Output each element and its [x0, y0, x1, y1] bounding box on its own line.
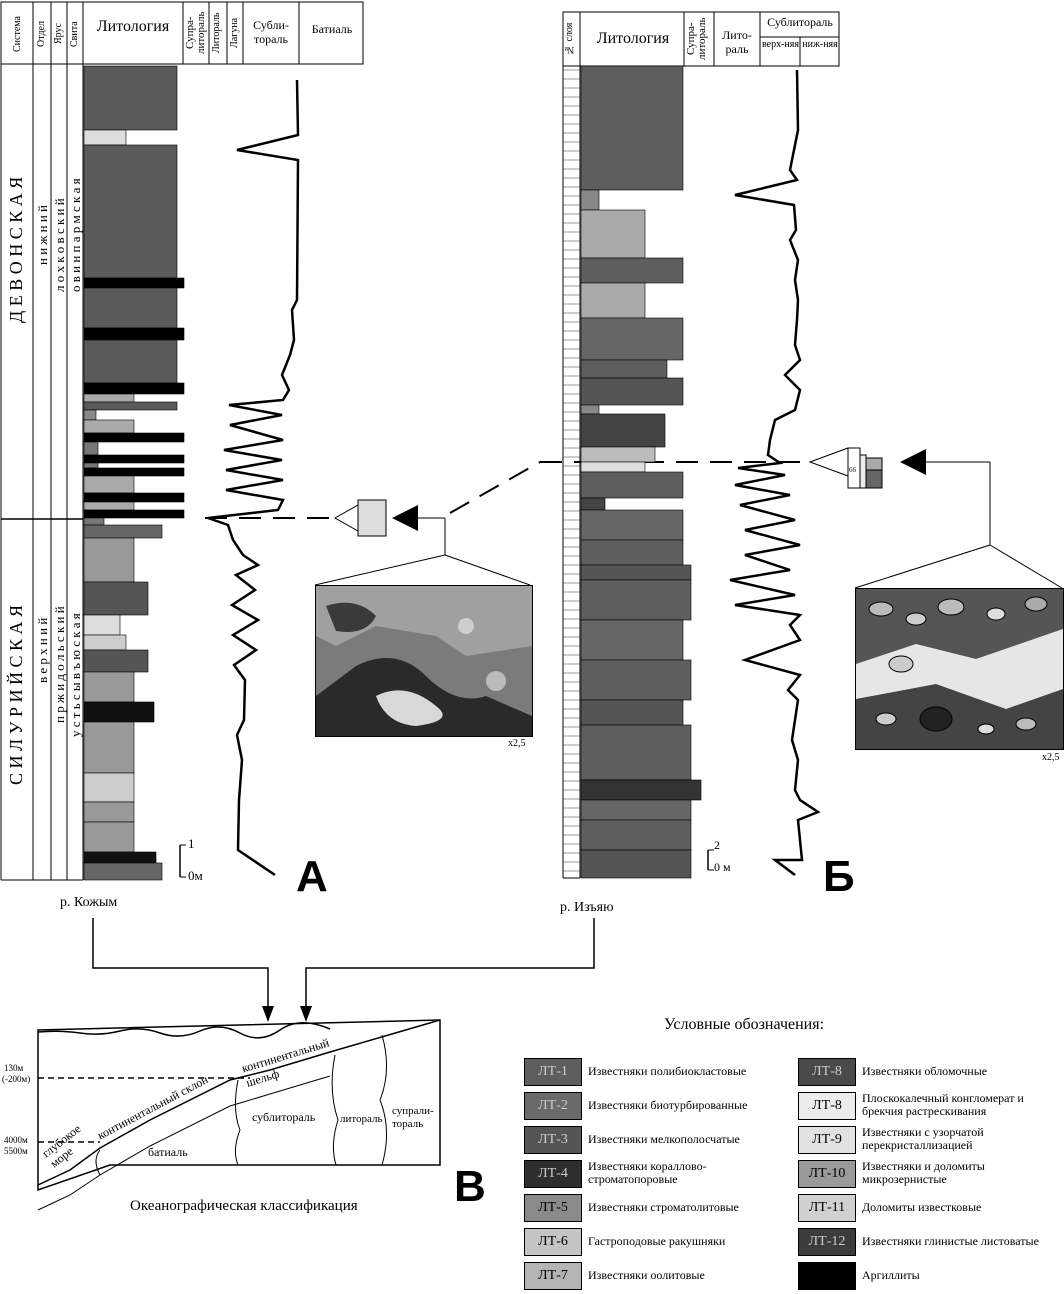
legend-swatch: ЛТ-12 — [798, 1228, 856, 1256]
lithology-column-a — [83, 65, 185, 881]
river-b: р. Изъяю — [560, 900, 614, 915]
lithology-bar-b — [580, 659, 692, 701]
legend-swatch: ЛТ-3 — [524, 1126, 582, 1154]
legend-label: Аргиллиты — [862, 1268, 920, 1282]
letter-c: В — [454, 1162, 486, 1211]
sea-level-curve-b — [729, 69, 821, 876]
lithology-bar-b — [580, 377, 684, 406]
legend-label: Известняки глинистые листоватые — [862, 1234, 1039, 1248]
lithology-bar-a — [83, 144, 178, 279]
lithology-bar-b — [580, 317, 684, 361]
depth-5500: 5500м — [4, 1146, 28, 1156]
lithology-bar-b — [580, 282, 646, 319]
layer-number-ticks — [563, 69, 580, 872]
lithology-column-b — [580, 65, 702, 879]
lithology-bar-b — [580, 413, 666, 448]
legend-label: Плоскокалечный конгломерат и брекчия рас… — [862, 1091, 1024, 1118]
depth-4000: 4000м — [4, 1135, 28, 1145]
lithology-bar-b — [580, 539, 684, 566]
legend-swatch: ЛТ-1 — [524, 1058, 582, 1086]
legend-swatch: ЛТ-5 — [524, 1194, 582, 1222]
legend-label: Гастроподовые ракушняки — [588, 1234, 726, 1248]
lithology-bar-a — [83, 339, 178, 384]
header-sublittoral-a: Субли-тораль — [253, 18, 289, 46]
legend-label: Известняки мелкополосчатые — [588, 1132, 740, 1146]
depth-130: 130м — [4, 1063, 24, 1073]
lithology-bar-a — [83, 671, 135, 703]
scale-b-top: 2 — [714, 838, 720, 852]
header-sublittoral-b: Сублитораль — [767, 15, 833, 29]
label-sublittoral: сублитораль — [252, 1110, 316, 1124]
lithology-bar-a — [83, 65, 178, 131]
river-a: р. Кожым — [60, 895, 118, 910]
legend-swatch: ЛТ-11 — [798, 1194, 856, 1222]
header-sublittoral-lower: ниж-няя — [802, 39, 838, 50]
legend-swatch: ЛТ-8 — [798, 1058, 856, 1086]
legend-label: Известняки строматолитовые — [588, 1200, 739, 1214]
lithology-bar-a — [83, 509, 185, 519]
depth-200: (-200м) — [2, 1074, 31, 1084]
legend-swatch: ЛТ-8 — [798, 1092, 856, 1120]
label-littoral: литораль — [340, 1113, 383, 1125]
legend-swatch — [798, 1262, 856, 1290]
lithology-bar-b — [580, 724, 692, 781]
legend-label: Известняки оолитовые — [588, 1268, 705, 1282]
legend-label: Известняки кораллово-строматопоровые — [588, 1159, 707, 1186]
legend-swatch: ЛТ-7 — [524, 1262, 582, 1290]
lithology-bar-b — [580, 579, 692, 621]
thin-section-photo-b — [855, 588, 1064, 750]
magnification-b: х2,5 — [1042, 752, 1060, 763]
label-supralittoral: супрали-тораль — [392, 1105, 434, 1130]
lithology-bar-a — [83, 721, 135, 774]
legend-title: Условные обозначения: — [664, 1016, 825, 1033]
lithology-bar-b — [580, 65, 684, 191]
lithology-bar-a — [83, 454, 185, 464]
legend-swatch: ЛТ-10 — [798, 1160, 856, 1188]
lithology-bar-a — [83, 432, 185, 443]
scale-a-top: 1 — [188, 836, 195, 851]
lithology-bar-b — [580, 257, 684, 284]
legend-swatch: ЛТ-2 — [524, 1092, 582, 1120]
lithology-bar-b — [580, 819, 692, 851]
legend-swatch: ЛТ-9 — [798, 1126, 856, 1154]
lithology-bar-b — [580, 849, 692, 879]
letter-b: Б — [823, 852, 855, 901]
scale-a-bottom: 0м — [188, 868, 203, 883]
header-sublittoral-upper: верх-няя — [762, 39, 799, 50]
thin-section-photo-a — [315, 585, 533, 737]
header-lithology-a: Литология — [96, 18, 170, 35]
magnification-a: х2,5 — [508, 738, 526, 749]
lithology-bar-b — [580, 619, 684, 661]
header-bathyal-a: Батиаль — [311, 22, 353, 36]
legend-label: Известняки с узорчатой перекристаллизаци… — [862, 1125, 984, 1152]
lithology-bar-a — [83, 287, 178, 329]
lithology-bar-a — [83, 821, 135, 853]
lithology-bar-a — [83, 862, 163, 881]
lithology-bar-a — [83, 401, 178, 411]
lithology-bar-b — [580, 471, 684, 499]
legend-swatch: ЛТ-6 — [524, 1228, 582, 1256]
marker-b-layer: 66 — [849, 466, 856, 474]
legend-label: Известняки полибиокластовые — [588, 1064, 747, 1078]
header-littoral-b: Лито-раль — [722, 28, 752, 56]
header-lithology-b: Литология — [596, 30, 670, 47]
legend-label: Доломиты известковые — [862, 1200, 982, 1214]
scale-b-bottom: 0 м — [714, 860, 731, 874]
letter-a: А — [296, 852, 328, 901]
label-bathyal: батиаль — [148, 1145, 188, 1159]
sea-level-curve-a — [207, 79, 300, 877]
legend-label: Известняки и доломиты микрозернистые — [862, 1159, 985, 1186]
lithology-bar-a — [83, 581, 149, 616]
legend-label: Известняки биотурбированные — [588, 1098, 748, 1112]
legend-swatch: ЛТ-4 — [524, 1160, 582, 1188]
legend-label: Известняки обломочные — [862, 1064, 988, 1078]
lithology-bar-a — [83, 772, 135, 803]
profile-caption: Океанографическая классификация — [130, 1198, 358, 1214]
